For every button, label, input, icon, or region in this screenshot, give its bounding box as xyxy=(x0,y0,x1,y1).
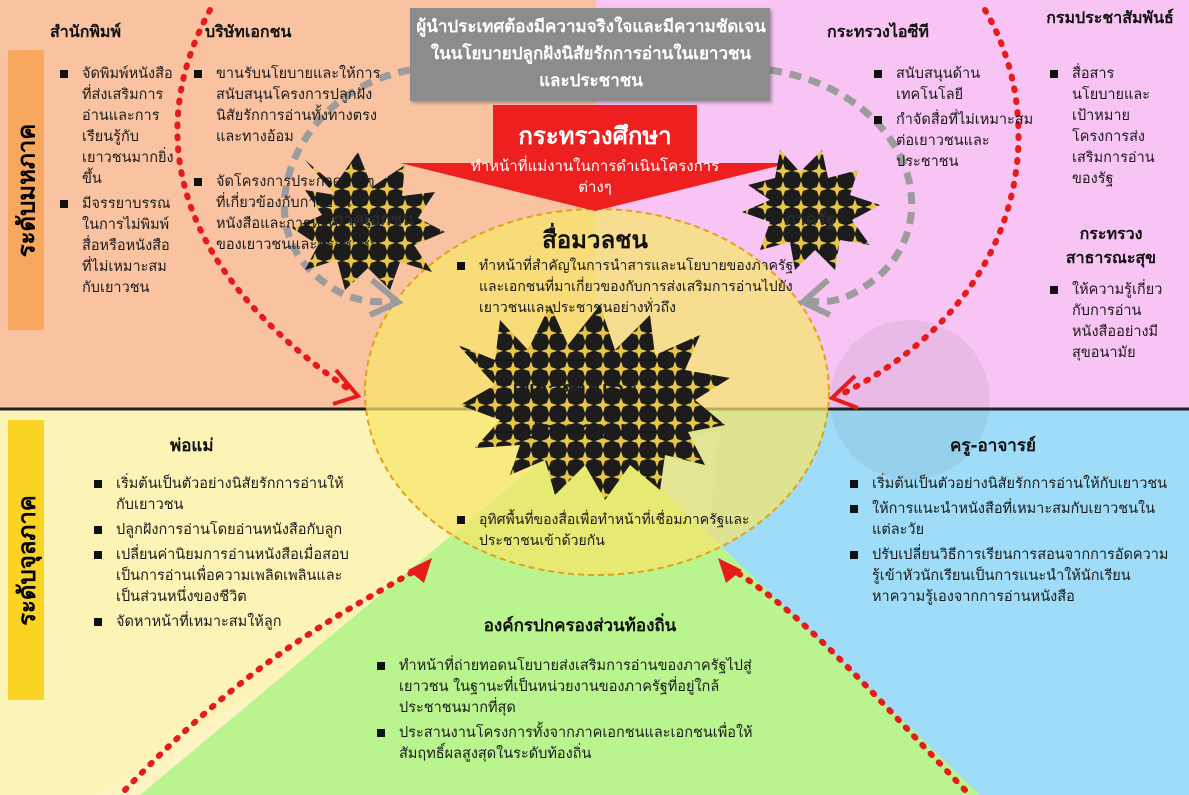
ict-ministry-item: สนับสนุนด้านเทคโนโลยี xyxy=(872,64,1042,106)
local-gov-item: ประสานงานโครงการทั้งจากภาคเอกชนและเอกชนเ… xyxy=(375,723,765,765)
mass-media-item: ทำหน้าที่สำคัญในการนำสารและนโยบายของภาคร… xyxy=(455,256,815,319)
mass-media-list-top-wrap: ทำหน้าที่สำคัญในการนำสารและนโยบายของภาคร… xyxy=(455,256,815,323)
parents-item: ปลูกฝังการอ่านโดยอ่านหนังสือกับลูก xyxy=(92,520,354,541)
local-gov-left-arrow xyxy=(122,562,428,793)
teachers-list: เริ่มต้นเป็นตัวอย่างนิสัยรักการอ่านให้กั… xyxy=(848,474,1173,608)
public-health-item: ให้ความรู้เกี่ยวกับการอ่านหนังสืออย่างมี… xyxy=(1048,280,1163,364)
teachers-list-wrap: เริ่มต้นเป็นตัวอย่างนิสัยรักการอ่านให้กั… xyxy=(848,474,1173,612)
ict-ministry-list-wrap: สนับสนุนด้านเทคโนโลยี กำจัดสื่อที่ไม่เหม… xyxy=(872,64,1042,177)
government-loop-arrow xyxy=(769,66,916,306)
publisher-item: มีจรรยาบรรณในการไม่พิมพ์สื่อหรือหนังสือท… xyxy=(58,194,176,299)
mass-media-list-top: ทำหน้าที่สำคัญในการนำสารและนโยบายของภาคร… xyxy=(455,256,815,319)
local-gov-triangle xyxy=(140,420,980,795)
local-gov-list-wrap: ทำหน้าที่ถ่ายทอดนโยบายส่งเสริมการอ่านของ… xyxy=(375,656,765,769)
teachers-item: เริ่มต้นเป็นตัวอย่างนิสัยรักการอ่านให้กั… xyxy=(848,474,1173,495)
ict-ministry-list: สนับสนุนด้านเทคโนโลยี กำจัดสื่อที่ไม่เหม… xyxy=(872,64,1042,173)
private-company-list: ขานรับนโยบายและให้การสนับสนุนโครงการปลูก… xyxy=(192,64,382,256)
top-banner: ผู้นำประเทศต้องมีความจริงใจและมีความชัดเ… xyxy=(410,8,770,101)
publisher-title: สำนักพิมพ์ xyxy=(50,22,122,41)
ministry-education-title: กระทรวงศึกษา xyxy=(518,122,672,150)
private-company-item: ขานรับนโยบายและให้การสนับสนุนโครงการปลูก… xyxy=(192,64,382,148)
macro-level-label: ระดับมหภาค xyxy=(8,50,44,330)
private-company-list-wrap: ขานรับนโยบายและให้การสนับสนุนโครงการปลูก… xyxy=(192,64,382,260)
parents-item: เปลี่ยนค่านิยมการอ่านหนังสือเมื่อสอบเป็น… xyxy=(92,545,354,608)
parents-item: จัดหาหน้าที่เหมาะสมให้ลูก xyxy=(92,612,354,633)
ict-ministry-item: กำจัดสื่อที่ไม่เหมาะสมต่อเยาวชนและประชาช… xyxy=(872,110,1042,173)
parents-item: เริ่มต้นเป็นตัวอย่างนิสัยรักการอ่านให้กั… xyxy=(92,474,354,516)
top-banner-text: ผู้นำประเทศต้องมีความจริงใจและมีความชัดเ… xyxy=(416,17,766,91)
ministry-arrow xyxy=(400,105,790,211)
parents-list: เริ่มต้นเป็นตัวอย่างนิสัยรักการอ่านให้กั… xyxy=(92,474,354,633)
macro-level-text: ระดับมหภาค xyxy=(12,123,41,257)
public-health-list-wrap: ให้ความรู้เกี่ยวกับการอ่านหนังสืออย่างมี… xyxy=(1048,280,1163,368)
teachers-item: ให้การแนะนำหนังสือที่เหมาะสมกับเยาวชนในแ… xyxy=(848,499,1173,541)
public-health-title: กระทรวงสาธารณะสุข xyxy=(1065,224,1157,267)
publisher-list: จัดพิมพ์หนังสือที่ส่งเสริมการอ่านและการเ… xyxy=(58,64,176,299)
ict-ministry-title: กระทรวงไอซีที xyxy=(827,22,929,41)
pr-department-list: สื่อสารนโยบายและเป้าหมายโครงการส่งเสริมก… xyxy=(1048,64,1163,190)
watermark-circle xyxy=(830,320,990,480)
mass-media-list-bottom-wrap: อุทิศพื้นที่ของสื่อเพื่อทำหน้าที่เชื่อมภ… xyxy=(455,510,785,556)
ministry-education-text: ทำหน้าที่แม่งานในการดำเนินโครงการต่างๆ xyxy=(470,157,720,196)
pr-department-list-wrap: สื่อสารนโยบายและเป้าหมายโครงการส่งเสริมก… xyxy=(1048,64,1163,194)
people-burst xyxy=(458,305,730,500)
local-gov-list: ทำหน้าที่ถ่ายทอดนโยบายส่งเสริมการอ่านของ… xyxy=(375,656,765,765)
parents-title: พ่อแม่ xyxy=(170,436,214,456)
teachers-item: ปรับเปลี่ยนวิธีการเรียนการสอนจากการอัดคว… xyxy=(848,545,1173,608)
pr-department-item: สื่อสารนโยบายและเป้าหมายโครงการส่งเสริมก… xyxy=(1048,64,1163,190)
private-loop-arrow xyxy=(280,66,411,306)
local-gov-right-arrow xyxy=(722,562,968,793)
pr-department-title: กรมประชาสัมพันธ์ xyxy=(1046,8,1174,27)
publisher-item: จัดพิมพ์หนังสือที่ส่งเสริมการอ่านและการเ… xyxy=(58,64,176,190)
government-sector-burst xyxy=(742,150,880,270)
public-health-list: ให้ความรู้เกี่ยวกับการอ่านหนังสืออย่างมี… xyxy=(1048,280,1163,364)
pr-department-arrow xyxy=(837,7,1022,398)
private-company-item: จัดโครงการประกวดต่างๆที่เกี่ยวข้องกับการ… xyxy=(192,172,382,256)
local-gov-title: องค์กรปกครองส่วนท้องถิ่น xyxy=(483,616,677,636)
publisher-arrow xyxy=(174,7,353,393)
mass-media-list-bottom: อุทิศพื้นที่ของสื่อเพื่อทำหน้าที่เชื่อมภ… xyxy=(455,510,785,552)
people-burst-label: เยาวชนและประชาชน xyxy=(512,376,638,444)
private-sector-burst xyxy=(292,152,445,290)
publisher-list-wrap: จัดพิมพ์หนังสือที่ส่งเสริมการอ่านและการเ… xyxy=(58,64,176,303)
private-company-title: บริษัทเอกชน xyxy=(205,22,292,41)
private-sector-label: ภาคเอกชน xyxy=(332,210,414,230)
teachers-title: ครู-อาจารย์ xyxy=(950,436,1036,456)
micro-level-label: ระดับจุลภาค xyxy=(8,420,44,700)
mass-media-item: อุทิศพื้นที่ของสื่อเพื่อทำหน้าที่เชื่อมภ… xyxy=(455,510,785,552)
local-gov-item: ทำหน้าที่ถ่ายทอดนโยบายส่งเสริมการอ่านของ… xyxy=(375,656,765,719)
micro-level-text: ระดับจุลภาค xyxy=(12,494,41,626)
mass-media-title: สื่อมวลชน xyxy=(542,226,648,254)
government-sector-label: ภาครัฐ xyxy=(784,210,836,230)
parents-list-wrap: เริ่มต้นเป็นตัวอย่างนิสัยรักการอ่านให้กั… xyxy=(92,474,354,637)
